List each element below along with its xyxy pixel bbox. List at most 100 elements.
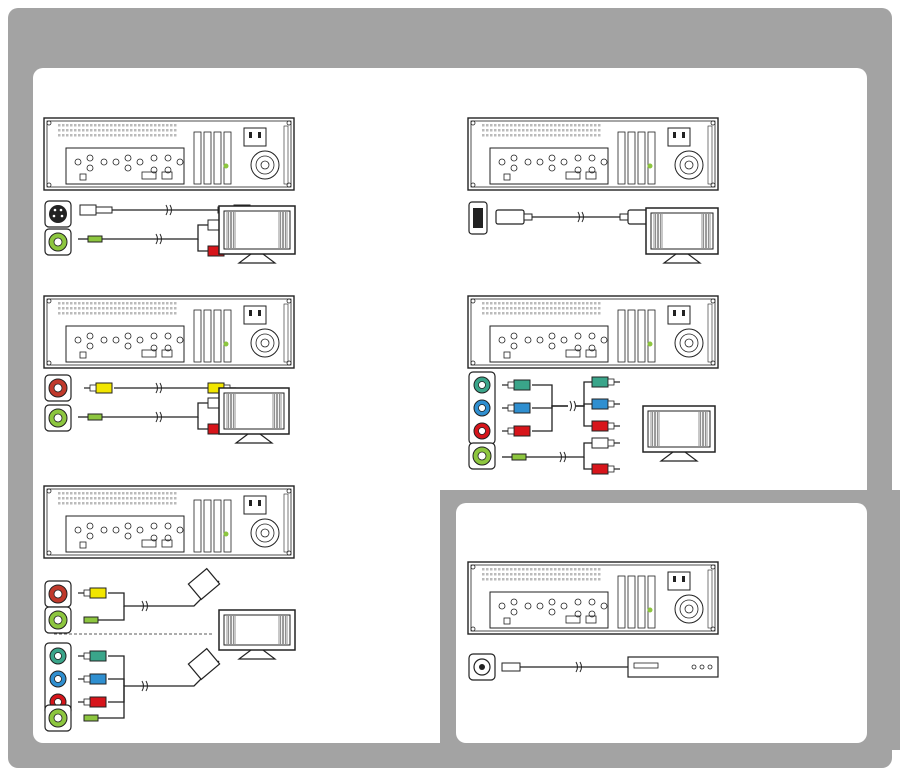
cable-break: [581, 211, 584, 223]
expansion-slot: [617, 575, 626, 629]
tv-icon: [218, 205, 296, 264]
expansion-slot: [213, 131, 222, 185]
pc-rear-panel: [467, 561, 719, 635]
cable-break: [141, 680, 144, 692]
expansion-slot: [627, 131, 636, 185]
pc-rear-panel: [467, 117, 719, 191]
cable-break: [155, 411, 158, 423]
audio-wire: [583, 457, 592, 470]
cable-break: [563, 451, 566, 463]
cable-break: [165, 204, 168, 216]
io-ports: [498, 332, 608, 359]
audio-out-port-icon: [44, 704, 72, 732]
screw: [286, 550, 292, 556]
composite-video-port-icon: [44, 580, 72, 608]
coax-plug: [501, 662, 521, 672]
s-video-plug: [79, 204, 97, 216]
audio-wire: [526, 442, 592, 458]
tv-icon: [218, 387, 290, 444]
cable-break: [169, 204, 172, 216]
expansion-slot: [637, 131, 646, 185]
power-socket: [667, 127, 691, 147]
scart-diagram-svg: [43, 485, 296, 732]
rca-plug-red: [591, 463, 620, 475]
cable-break: [159, 382, 162, 394]
composite-connection-diagram: [43, 295, 404, 446]
expansion-slot: [203, 131, 212, 185]
screw: [286, 298, 292, 304]
rca-plug: [502, 425, 531, 437]
vent-grille: [482, 124, 601, 137]
vent-grille: [482, 302, 601, 315]
screw: [710, 298, 716, 304]
hdmi-cable: [495, 209, 657, 225]
tv-icon: [218, 609, 296, 660]
screw: [470, 360, 476, 366]
expansion-slot: [213, 309, 222, 363]
psu-fan: [674, 594, 704, 624]
tv-icon: [645, 207, 719, 264]
component-pb-port: [473, 399, 491, 417]
pc-rear-panel: [467, 295, 719, 369]
tv-icon: [645, 207, 719, 264]
tv-icon: [218, 387, 290, 444]
tv-icon-wrap: [642, 405, 716, 462]
composite-video-port: [44, 374, 72, 402]
component-y-port: [49, 647, 67, 665]
scart-plug: [187, 647, 221, 681]
psu-fan: [250, 518, 280, 548]
rca-plug: [78, 650, 107, 662]
tv-icon: [218, 205, 296, 264]
composite-video-port-icon: [44, 374, 72, 402]
s-video-port-icon: [44, 200, 72, 228]
pc-rear-panel: [43, 295, 295, 369]
audio-out-port: [44, 404, 72, 432]
scart-wire: [98, 606, 125, 621]
cable-break: [155, 382, 158, 394]
mini-jack-plug: [87, 235, 103, 243]
expansion-slot: [223, 309, 232, 363]
coax-port: [468, 653, 496, 681]
power-socket: [243, 127, 267, 147]
audio-out-port: [468, 442, 496, 470]
mini-jack-plug: [87, 413, 103, 421]
cable-break: [145, 680, 148, 692]
rca-plug: [591, 398, 620, 410]
scart-wire: [108, 655, 125, 686]
rca-plug: [78, 696, 107, 708]
audio-out-port-icon: [468, 442, 496, 470]
cable-break: [573, 400, 576, 412]
expansion-slot: [193, 131, 202, 185]
psu-fan: [674, 328, 704, 358]
rca-plug-yellow: [84, 382, 113, 394]
mini-jack-plug: [83, 616, 99, 624]
screw: [470, 298, 476, 304]
hdmi-diagram-svg: [467, 117, 719, 264]
hdmi-port: [468, 201, 488, 235]
screw: [470, 182, 476, 188]
audio-y-cable: [78, 219, 236, 257]
screw: [470, 564, 476, 570]
expansion-slot: [627, 575, 636, 629]
audio-out-port-icon: [44, 404, 72, 432]
screw: [46, 550, 52, 556]
cable-break: [559, 451, 562, 463]
pc-rear-panel: [43, 485, 295, 559]
coax-diagram-svg: [467, 561, 719, 681]
component-y-port: [473, 376, 491, 394]
cable-break: [145, 600, 148, 612]
screw: [470, 120, 476, 126]
component-pb-port: [49, 670, 67, 688]
screw: [286, 182, 292, 188]
vent-grille: [58, 124, 177, 137]
io-ports: [74, 522, 184, 549]
power-socket: [667, 305, 691, 325]
screw: [710, 360, 716, 366]
psu-fan: [250, 150, 280, 180]
screw: [46, 120, 52, 126]
rca-plug: [591, 420, 620, 432]
cable-break: [569, 400, 572, 412]
scart-cable-upper: [78, 567, 221, 624]
component-wire: [576, 381, 592, 407]
expansion-slot: [223, 499, 232, 553]
